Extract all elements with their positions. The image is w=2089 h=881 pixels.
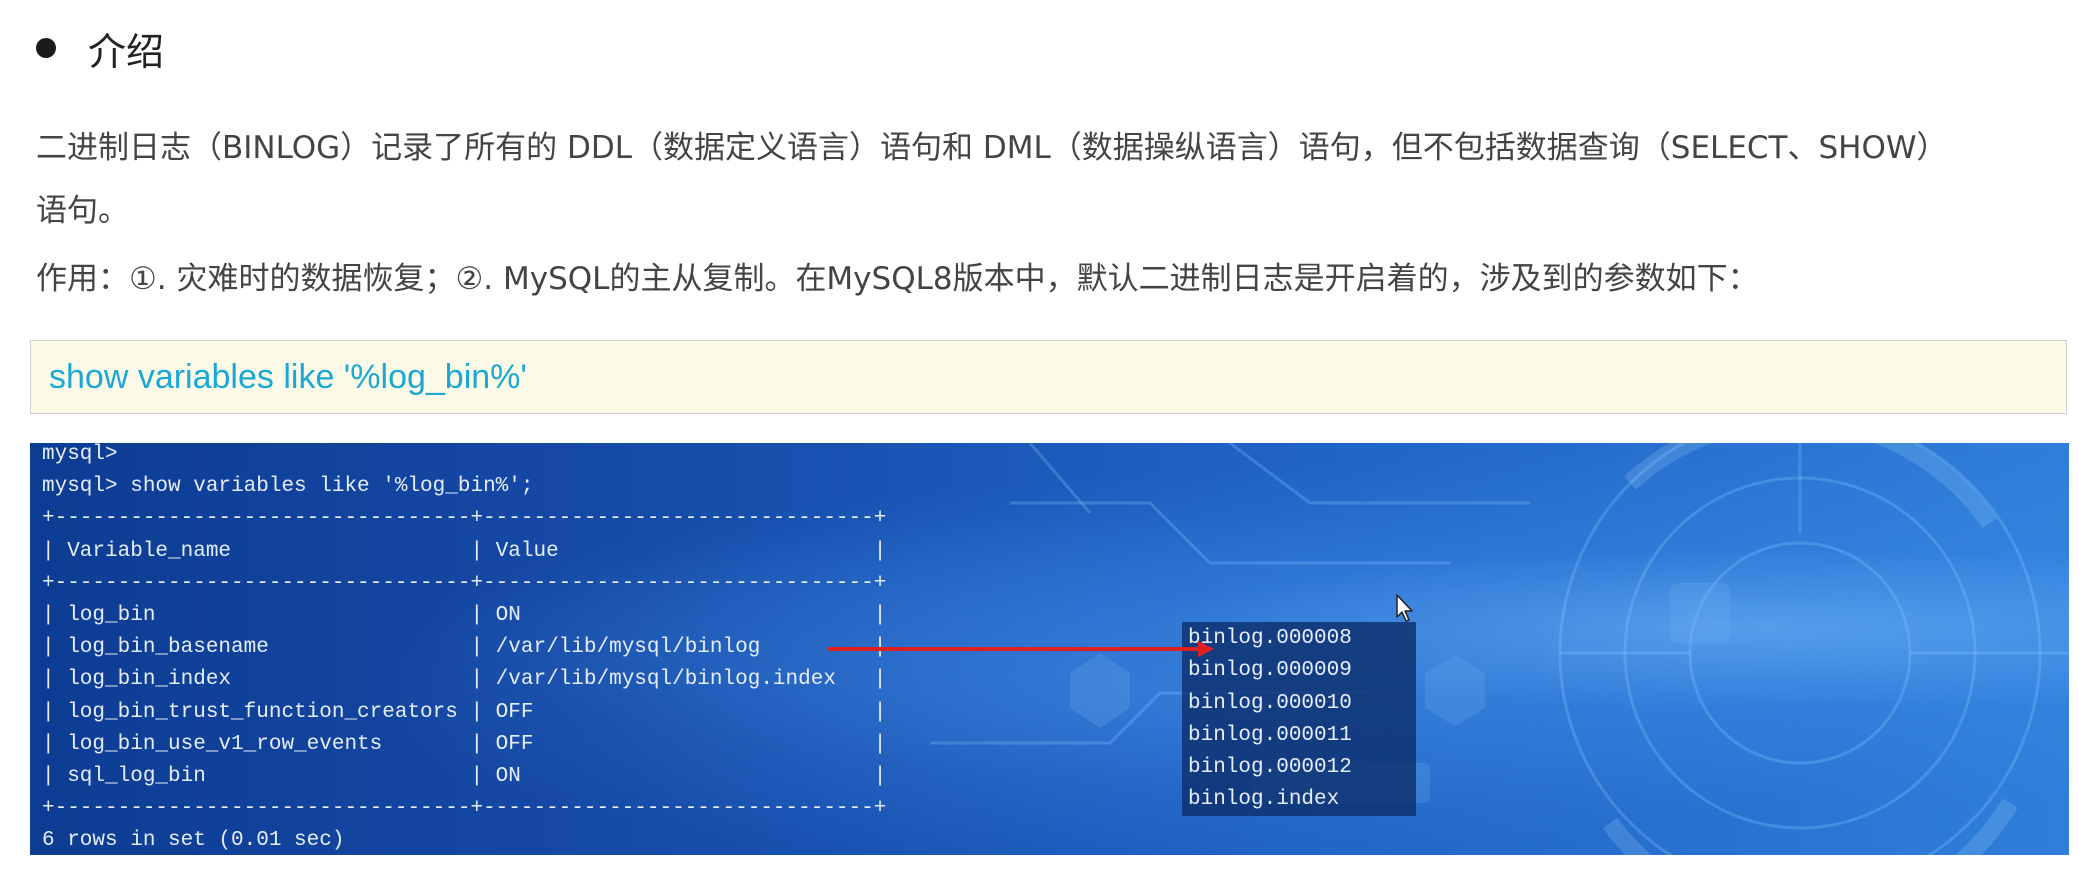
terminal-line: | Variable_name | Value | [42,539,887,563]
terminal-output: mysql> mysql> show variables like '%log_… [42,443,886,855]
binlog-files-list: binlog.000008 binlog.000009 binlog.00001… [1188,623,1352,817]
usage-paragraph: 作用：①. 灾难时的数据恢复；②. MySQL的主从复制。在MySQL8版本中，… [36,261,1759,297]
bullet-dot-icon [36,38,56,58]
terminal-line: mysql> show variables like '%log_bin%'; [42,475,534,499]
terminal-line: +---------------------------------+-----… [42,571,887,595]
code-snippet-text: show variables like '%log_bin%' [49,357,527,396]
binlog-file-item: binlog.000012 [1188,756,1352,780]
binlog-file-item: binlog.000010 [1188,691,1352,715]
binlog-files-panel [1182,622,1416,816]
intro-paragraph-line2: 语句。 [36,193,129,229]
terminal-line: +---------------------------------+-----… [42,507,887,531]
terminal-line: | log_bin_use_v1_row_events | OFF | [42,732,887,756]
binlog-file-item: binlog.000008 [1188,627,1352,650]
terminal-line: | log_bin_trust_function_creators | OFF … [42,700,887,724]
binlog-file-item: binlog.index [1188,788,1340,812]
terminal-line: | log_bin | ON | [42,603,887,627]
binlog-file-item: binlog.000011 [1188,723,1352,747]
terminal-line: | sql_log_bin | ON | [42,764,887,788]
binlog-file-item: binlog.000009 [1188,659,1352,683]
terminal-line: +---------------------------------+-----… [42,797,887,821]
terminal-line: mysql> [42,443,118,466]
terminal-screenshot: mysql> mysql> show variables like '%log_… [30,443,2069,855]
mouse-pointer-icon [1396,594,1413,622]
section-heading: 介绍 [36,18,164,78]
terminal-line: | log_bin_index | /var/lib/mysql/binlog.… [42,668,887,692]
intro-paragraph-line1: 二进制日志（BINLOG）记录了所有的 DDL（数据定义语言）语句和 DML（数… [36,130,1948,166]
heading-text: 介绍 [88,29,165,74]
arrow-right-icon [828,641,1214,657]
terminal-line: | log_bin_basename | /var/lib/mysql/binl… [42,636,887,660]
code-snippet-box: show variables like '%log_bin%' [30,340,2067,414]
terminal-line: 6 rows in set (0.01 sec) [42,829,345,853]
